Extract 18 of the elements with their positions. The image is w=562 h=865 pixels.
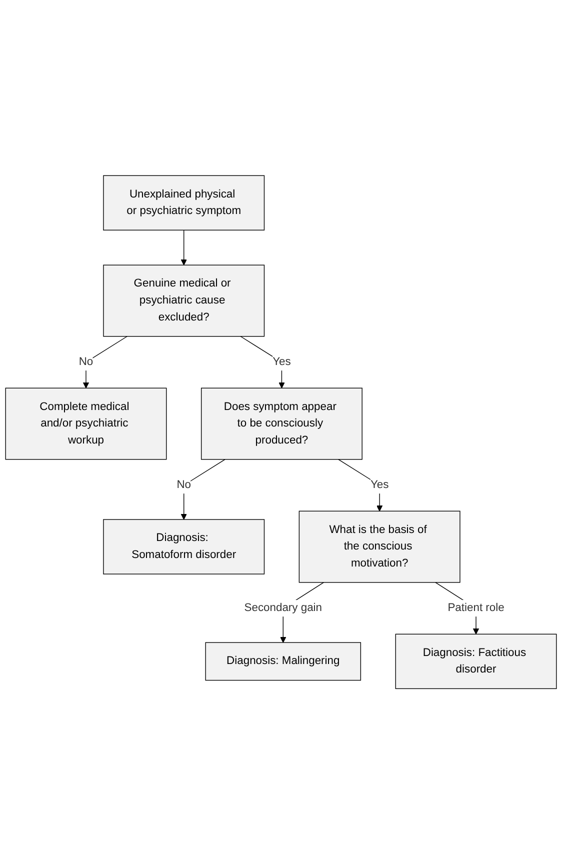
arrow [180,230,187,266]
node-box: What is the basis of the conscious motivation? [298,511,460,584]
edge-label: No [78,356,94,368]
edge-label: Patient role [448,602,504,614]
edge-label: Yes [272,356,291,368]
edge-label: Yes [370,479,389,492]
arrow [82,336,128,389]
node-box: Does symptom appear to be consciously produced? [200,388,362,460]
edge-label: Secondary gain [244,602,322,614]
arrow [240,336,285,389]
arrow [180,459,226,520]
node-box: Diagnosis: Somatoform disorder [103,520,265,575]
node-box: Genuine medical or psychiatric cause excluded? [103,265,265,338]
edge-label: No [176,479,191,492]
node-box: Complete medical and/or psychiatric workup [5,388,167,460]
node-box: Unexplained physical or psychiatric symptom [103,176,265,231]
node-box: Diagnosis: Malingering [205,642,362,681]
node-box: Diagnosis: Factitious disorder [395,634,557,690]
